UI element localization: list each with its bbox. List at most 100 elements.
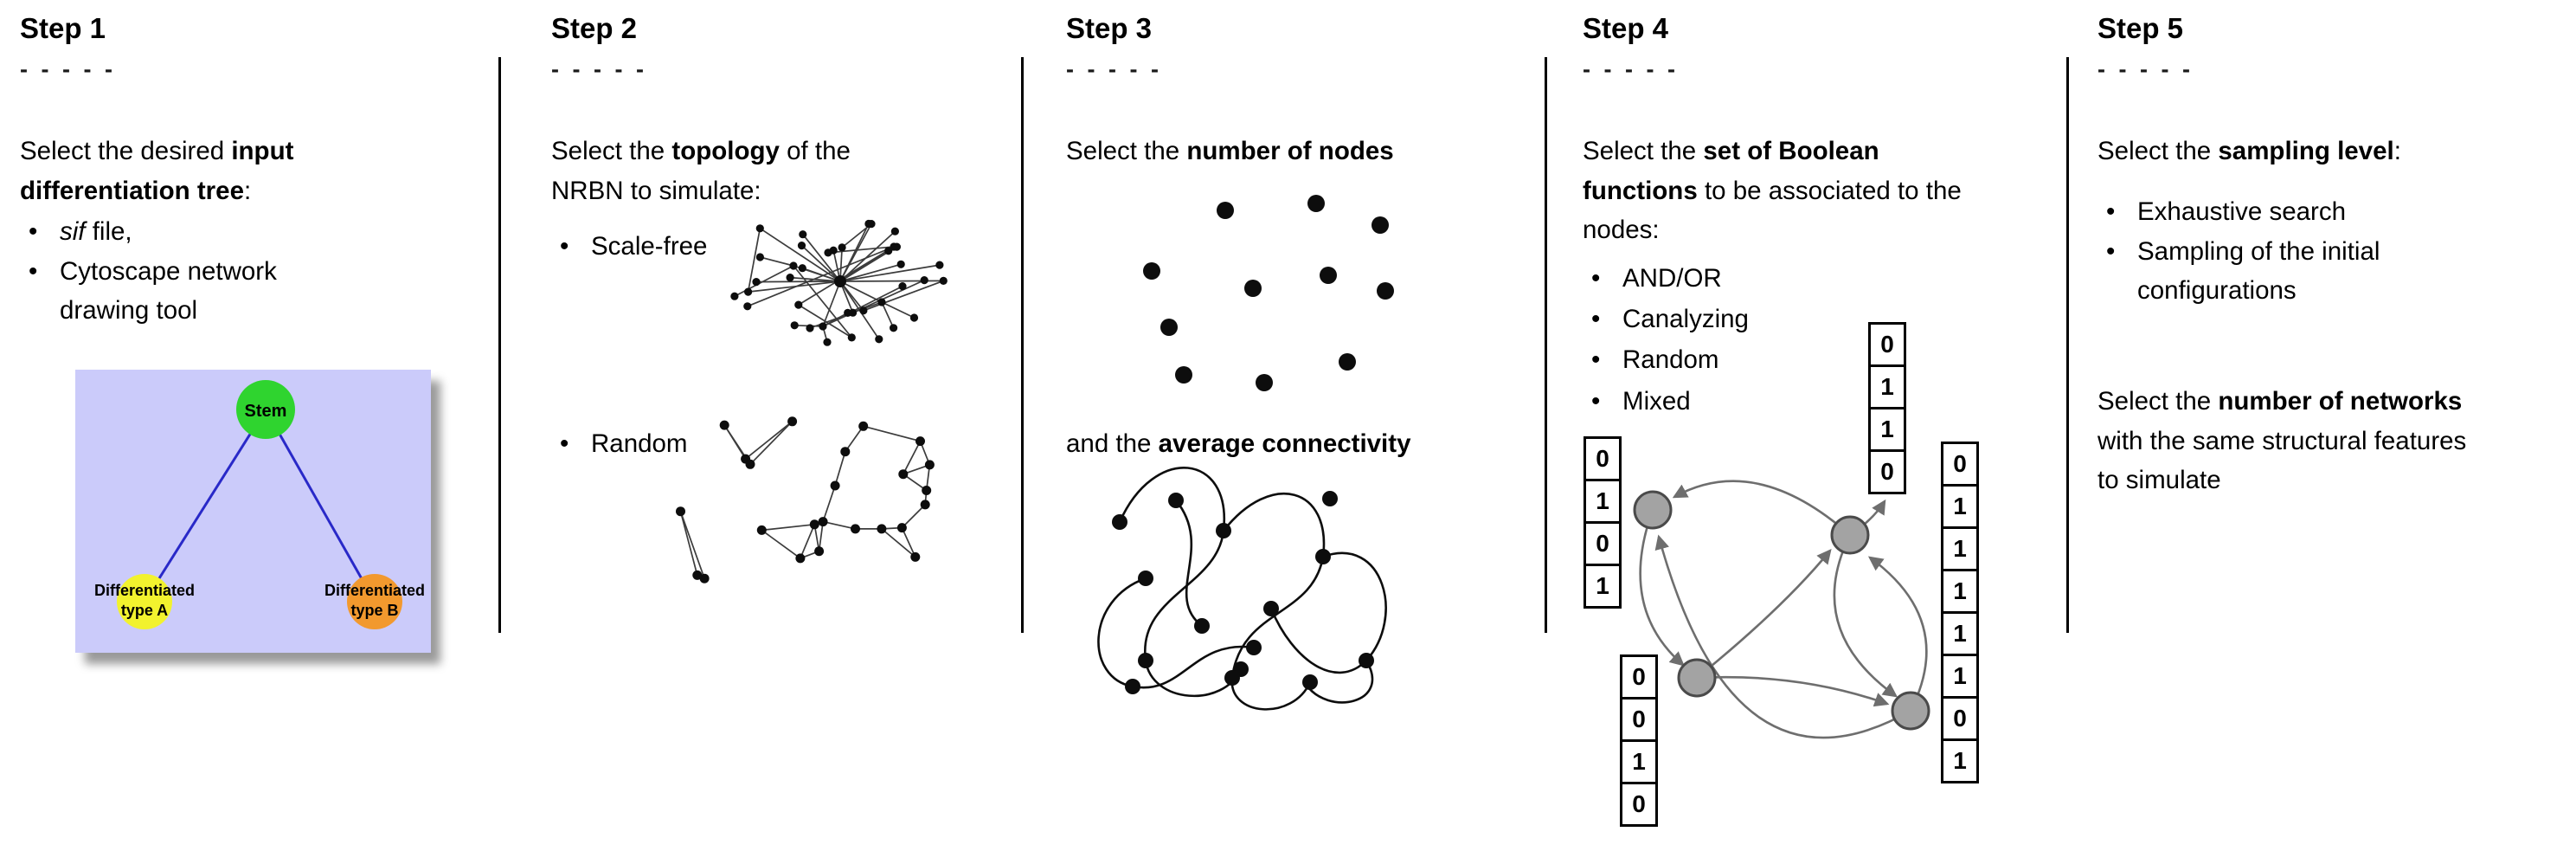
step-2-title: Step 2 bbox=[551, 12, 638, 44]
node-dot bbox=[1160, 319, 1178, 336]
network-edge bbox=[822, 280, 841, 327]
step-5-second-bold: number of networks bbox=[2218, 387, 2463, 416]
node-dot bbox=[1143, 262, 1160, 280]
column-divider-2 bbox=[1021, 57, 1024, 633]
network-node bbox=[898, 469, 909, 480]
network-edge bbox=[903, 441, 922, 475]
step-1-intro: Select the desired input differentiation… bbox=[20, 132, 435, 210]
step-1-title: Step 1 bbox=[20, 12, 106, 44]
step-5-second-paragraph: Select the number of networks with the s… bbox=[2097, 382, 2487, 500]
node-dot bbox=[1372, 216, 1389, 234]
truth-table-cell: 0 bbox=[1868, 449, 1906, 494]
step-3-line1: Select the number of nodes bbox=[1066, 132, 1538, 171]
step-3-line1-pre: Select the bbox=[1066, 137, 1187, 165]
network-node bbox=[898, 282, 907, 291]
step-3-title: Step 3 bbox=[1066, 12, 1153, 44]
network-node bbox=[818, 517, 828, 527]
step-1-intro-pre: Select the desired bbox=[20, 137, 232, 165]
step-2-intro-bold: topology bbox=[671, 137, 780, 165]
network-node bbox=[806, 324, 814, 332]
bullet-scale-free: Scale-free bbox=[551, 227, 707, 267]
truth-table-bottom-left: 0 0 1 0 bbox=[1620, 654, 1658, 827]
network-node bbox=[867, 220, 876, 229]
step-3-line2-bold: average connectivity bbox=[1158, 429, 1411, 458]
step-4-intro-post: to be associated to the nodes: bbox=[1583, 176, 1962, 245]
column-divider-3 bbox=[1545, 57, 1547, 633]
bullet-cytoscape: Cytoscape network drawing tool bbox=[20, 252, 297, 331]
truth-table-cell: 0 bbox=[1868, 322, 1906, 367]
column-divider-4 bbox=[2066, 57, 2069, 633]
step-5-second-pre: Select the bbox=[2097, 387, 2219, 416]
step-4-dashes: - - - - - bbox=[1583, 56, 1679, 82]
stem-node bbox=[236, 380, 295, 439]
stem-label: Stem bbox=[245, 402, 287, 421]
sif-rest: file, bbox=[85, 217, 132, 246]
boolean-node bbox=[1891, 691, 1930, 731]
network-node bbox=[730, 292, 739, 300]
network-node bbox=[910, 551, 921, 562]
type-b-node bbox=[347, 574, 402, 629]
network-node bbox=[794, 300, 803, 309]
step-2-intro: Select the topology of the NRBN to simul… bbox=[551, 132, 915, 210]
type-a-node bbox=[117, 574, 172, 629]
type-a-label-line2: type A bbox=[121, 602, 168, 619]
step-5-intro-bold: sampling level bbox=[2218, 137, 2394, 165]
network-node bbox=[896, 523, 907, 533]
network-edge bbox=[793, 265, 852, 338]
differentiation-tree-svg: Stem Differentiated type A Differentiate… bbox=[75, 370, 431, 653]
function-arrows bbox=[1639, 480, 1928, 739]
step-5-intro-pre: Select the bbox=[2097, 137, 2219, 165]
network-edge bbox=[863, 425, 921, 442]
truth-table-cell: 0 bbox=[1584, 521, 1622, 566]
network-node bbox=[755, 253, 764, 261]
network-edge bbox=[749, 421, 793, 465]
tangle-dots bbox=[1112, 491, 1374, 694]
network-node bbox=[939, 276, 948, 285]
network-node bbox=[699, 573, 710, 583]
network-node bbox=[915, 436, 925, 447]
network-edge bbox=[760, 256, 794, 267]
network-edge bbox=[679, 511, 705, 579]
network-node bbox=[819, 322, 827, 331]
network-node bbox=[745, 459, 755, 469]
step-1-column: Step 1 - - - - - Select the desired inpu… bbox=[20, 12, 487, 653]
network-node bbox=[838, 243, 846, 252]
truth-table-cell: 1 bbox=[1941, 611, 1979, 656]
network-node bbox=[692, 570, 703, 580]
step-1-bullet-list: sif file, Cytoscape network drawing tool bbox=[20, 212, 457, 331]
type-a-label-line1: Differentiated bbox=[94, 582, 195, 599]
truth-table-cell: 1 bbox=[1941, 484, 1979, 529]
truth-table-cell: 1 bbox=[1868, 364, 1906, 409]
truth-table-cell: 1 bbox=[1620, 739, 1658, 784]
truth-table-cell: 1 bbox=[1584, 479, 1622, 524]
step-4-intro-bold: set of Boolean functions bbox=[1583, 137, 1879, 205]
network-edge bbox=[841, 222, 872, 248]
step-2-column: Step 2 - - - - - Select the topology of … bbox=[551, 12, 1010, 583]
truth-table-cell: 1 bbox=[1868, 407, 1906, 452]
network-node bbox=[814, 546, 825, 557]
step-2-dashes: - - - - - bbox=[551, 56, 647, 82]
truth-table-cell: 1 bbox=[1941, 738, 1979, 783]
random-network-graphic bbox=[676, 416, 935, 583]
truth-table-cell: 0 bbox=[1620, 697, 1658, 742]
network-node bbox=[859, 306, 868, 315]
connectivity-network-graphic bbox=[1097, 466, 1387, 711]
truth-table-right: 0 1 1 1 1 1 0 1 bbox=[1941, 442, 1979, 783]
network-edge bbox=[822, 279, 925, 327]
step-3-line2-pre: and the bbox=[1066, 429, 1159, 458]
bullet-and-or: AND/OR bbox=[1583, 258, 1860, 299]
bullet-random-fn: Random bbox=[1583, 339, 1860, 380]
network-node bbox=[676, 506, 685, 517]
network-node bbox=[935, 261, 944, 269]
network-edge bbox=[761, 529, 801, 559]
step-5-intro: Select the sampling level: bbox=[2097, 132, 2560, 171]
network-node bbox=[830, 480, 840, 491]
step-5-title: Step 5 bbox=[2097, 12, 2184, 44]
network-node bbox=[797, 242, 806, 250]
sif-italic: sif bbox=[60, 217, 86, 246]
column-divider-1 bbox=[498, 57, 501, 633]
node-dot bbox=[1307, 195, 1325, 212]
bullet-random: Random bbox=[551, 424, 688, 464]
network-edge bbox=[759, 228, 841, 282]
